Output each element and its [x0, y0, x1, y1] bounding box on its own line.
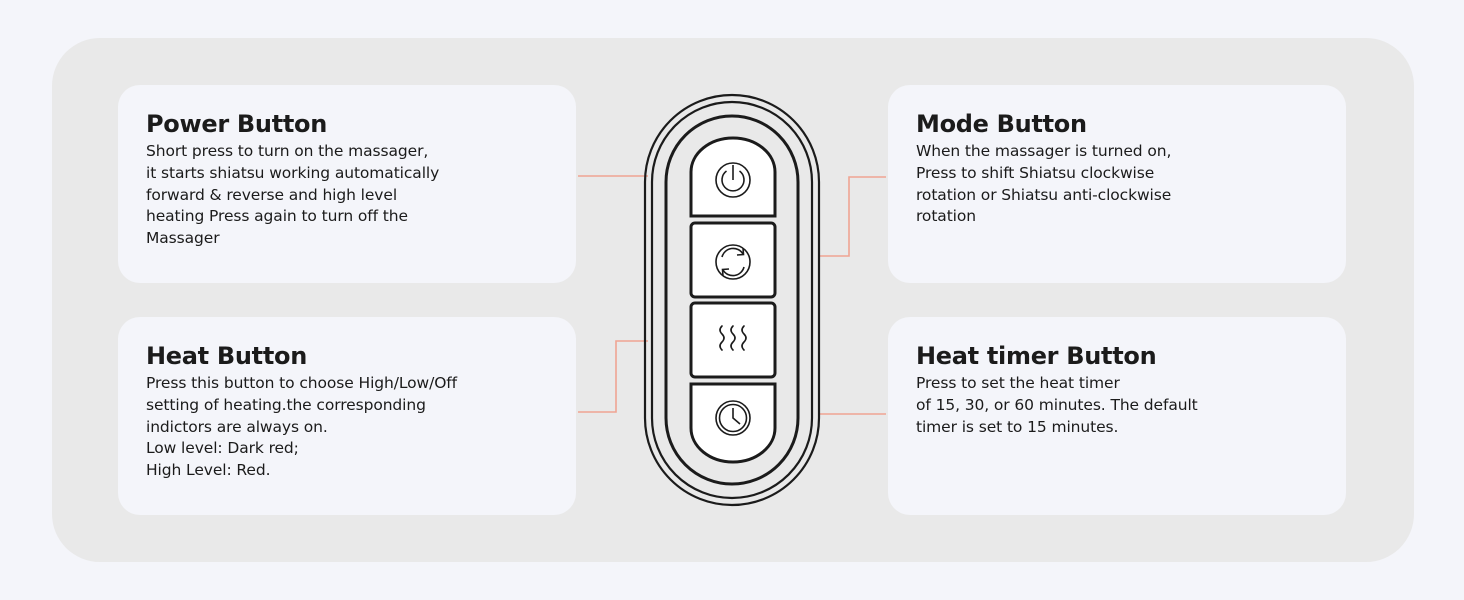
- heat-timer-button-card: Heat timer Button Press to set the heat …: [888, 317, 1346, 515]
- mode-button-description: When the massager is turned on, Press to…: [916, 142, 1172, 226]
- power-button-description: Short press to turn on the massager, it …: [146, 142, 440, 248]
- heat-button-description: Press this button to choose High/Low/Off…: [146, 374, 458, 480]
- connector-lines: [578, 175, 886, 415]
- mode-button-card: Mode Button When the massager is turned …: [888, 85, 1346, 283]
- mode-button-title: Mode Button: [916, 110, 1087, 138]
- clock-icon: [715, 400, 751, 436]
- remote-outer-outline: [643, 93, 821, 507]
- heat-timer-button-description: Press to set the heat timer of 15, 30, o…: [916, 374, 1198, 436]
- heat-button[interactable]: [689, 301, 777, 379]
- power-icon: [715, 162, 751, 198]
- remote-inner-outline: [664, 114, 800, 486]
- heat-connector-line: [578, 340, 648, 413]
- heat-waves-icon: [719, 325, 747, 351]
- remote-middle-outline: [650, 100, 814, 500]
- rotation-icon: [715, 244, 751, 280]
- power-button-title: Power Button: [146, 110, 328, 138]
- heat-button-title: Heat Button: [146, 342, 307, 370]
- power-button[interactable]: [689, 136, 777, 218]
- heat-timer-button-title: Heat timer Button: [916, 342, 1157, 370]
- heat-button-card: Heat Button Press this button to choose …: [118, 317, 576, 515]
- remote-body: [643, 93, 821, 507]
- heat-timer-button[interactable]: [689, 382, 777, 464]
- power-button-card: Power Button Short press to turn on the …: [118, 85, 576, 283]
- mode-connector-line: [818, 176, 886, 257]
- mode-button[interactable]: [689, 221, 777, 299]
